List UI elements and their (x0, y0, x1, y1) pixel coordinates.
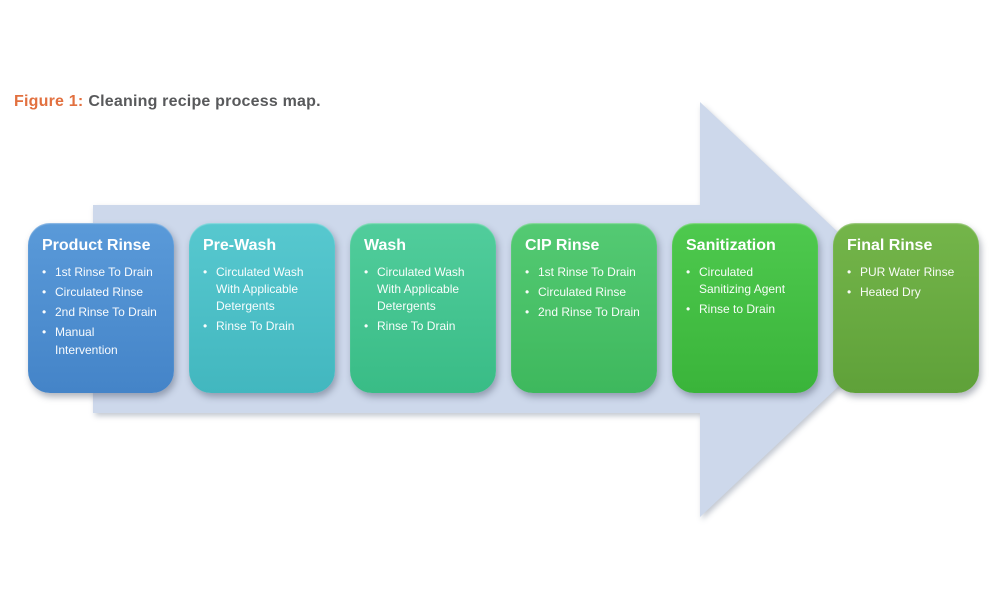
step-title: Pre-Wash (203, 237, 277, 254)
step-bullet-list: Circulated Wash With Applicable Detergen… (203, 264, 321, 335)
figure-label: Figure 1: (14, 93, 84, 110)
step-bullet: Rinse To Drain (364, 318, 482, 335)
step-bullet: 1st Rinse To Drain (525, 264, 643, 281)
step-title: Product Rinse (42, 237, 151, 254)
step-bullet: Manual Intervention (42, 324, 160, 358)
step-bullet: Circulated Sanitizing Agent (686, 264, 804, 298)
right-arrow-shape (93, 102, 920, 517)
step-pre-wash: Pre-Wash Circulated Wash With Applicable… (189, 223, 335, 393)
figure-title: Cleaning recipe process map. (88, 93, 321, 110)
step-bullet-list: Circulated Sanitizing Agent Rinse to Dra… (686, 264, 804, 318)
step-title: CIP Rinse (525, 237, 600, 254)
step-bullet: 2nd Rinse To Drain (42, 304, 160, 321)
step-sanitization: Sanitization Circulated Sanitizing Agent… (672, 223, 818, 393)
step-bullet: Heated Dry (847, 284, 965, 301)
step-title: Wash (364, 237, 407, 254)
step-wash: Wash Circulated Wash With Applicable Det… (350, 223, 496, 393)
step-final-rinse: Final Rinse PUR Water Rinse Heated Dry (833, 223, 979, 393)
figure-caption: Figure 1:Cleaning recipe process map. (14, 93, 321, 111)
step-bullet: 1st Rinse To Drain (42, 264, 160, 281)
step-title: Final Rinse (847, 237, 933, 254)
step-bullet-list: 1st Rinse To Drain Circulated Rinse 2nd … (525, 264, 643, 321)
step-cip-rinse: CIP Rinse 1st Rinse To Drain Circulated … (511, 223, 657, 393)
step-bullet-list: 1st Rinse To Drain Circulated Rinse 2nd … (42, 264, 160, 358)
step-bullet: Circulated Wash With Applicable Detergen… (203, 264, 321, 315)
step-bullet: Rinse To Drain (203, 318, 321, 335)
step-bullet: Rinse to Drain (686, 301, 804, 318)
step-bullet: Circulated Wash With Applicable Detergen… (364, 264, 482, 315)
step-bullet-list: PUR Water Rinse Heated Dry (847, 264, 965, 301)
step-bullet: Circulated Rinse (42, 284, 160, 301)
step-product-rinse: Product Rinse 1st Rinse To Drain Circula… (28, 223, 174, 393)
step-title: Sanitization (686, 237, 776, 254)
step-bullet: PUR Water Rinse (847, 264, 965, 281)
step-bullet-list: Circulated Wash With Applicable Detergen… (364, 264, 482, 335)
step-bullet: Circulated Rinse (525, 284, 643, 301)
step-bullet: 2nd Rinse To Drain (525, 304, 643, 321)
